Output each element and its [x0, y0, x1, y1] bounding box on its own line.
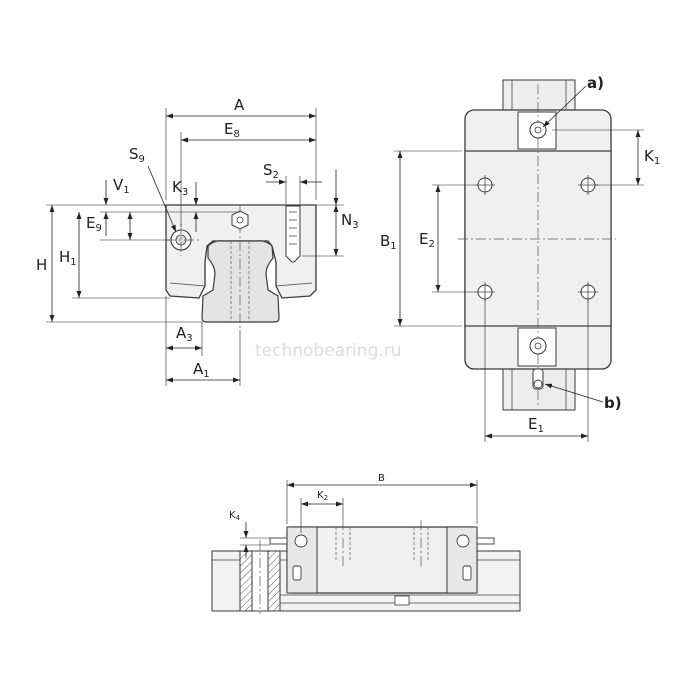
- threaded-hole-s2: [285, 205, 301, 263]
- guide-rail-profile: [201, 240, 280, 323]
- rail-bolt-hole-hidden: [230, 241, 250, 322]
- label-a: A: [234, 96, 245, 114]
- rail-mark: [394, 595, 410, 606]
- top-view: a) b) K1 B1 E2 E1: [380, 74, 660, 442]
- fixing-hole-tl: [475, 175, 495, 195]
- label-k3: K3: [172, 178, 188, 198]
- carriage-seal-line-left: [169, 282, 206, 287]
- label-v1: V1: [113, 176, 130, 196]
- hex-bolt-head: [231, 210, 249, 230]
- lube-nipple-b: [532, 368, 544, 390]
- label-b: B: [378, 473, 385, 484]
- side-seal-right: [462, 565, 472, 581]
- label-k1: K1: [644, 147, 660, 167]
- leader-callout-a: [542, 85, 587, 128]
- label-a3: A3: [176, 324, 193, 344]
- leader-s9: [147, 165, 177, 233]
- fixing-hole-tr: [578, 175, 598, 195]
- label-a1: A1: [193, 360, 210, 380]
- label-h: H: [36, 256, 47, 274]
- leader-callout-b: [544, 383, 604, 403]
- side-hidden-bolt-holes: [335, 527, 429, 560]
- hex-bolt-center: [236, 216, 244, 224]
- label-s2: S2: [263, 161, 279, 181]
- front-view: A E8 S9 V1 K3 S2 N3 E9: [36, 96, 359, 386]
- side-bolt-centerlines: [342, 520, 422, 566]
- callout-a: a): [587, 74, 604, 92]
- label-e9: E9: [86, 214, 102, 234]
- label-k4: K4: [229, 510, 241, 522]
- watermark-text: technobearing.ru: [255, 341, 402, 361]
- label-n3: N3: [341, 211, 359, 231]
- label-e2: E2: [419, 230, 435, 250]
- side-view: B K2 K4: [211, 473, 521, 614]
- lube-port-a: [529, 121, 547, 139]
- lube-port-bottom: [529, 337, 547, 355]
- thread-lines: [289, 211, 297, 245]
- label-b1: B1: [380, 232, 397, 252]
- carriage-seal-line-right: [275, 282, 313, 287]
- side-lube-nipple-right: [456, 534, 495, 548]
- callout-b: b): [604, 394, 622, 412]
- label-s9: S9: [129, 145, 145, 165]
- side-lube-nipple-left: [269, 534, 308, 548]
- lube-nipple-centerlines: [166, 224, 200, 256]
- label-k2: K2: [317, 490, 328, 502]
- side-seal-left: [292, 565, 302, 581]
- label-e1: E1: [528, 415, 544, 435]
- label-e8: E8: [224, 120, 240, 140]
- fixing-hole-bl: [475, 282, 495, 302]
- carriage-body: [165, 204, 317, 299]
- fixing-hole-br: [578, 282, 598, 302]
- label-h1: H1: [59, 248, 77, 268]
